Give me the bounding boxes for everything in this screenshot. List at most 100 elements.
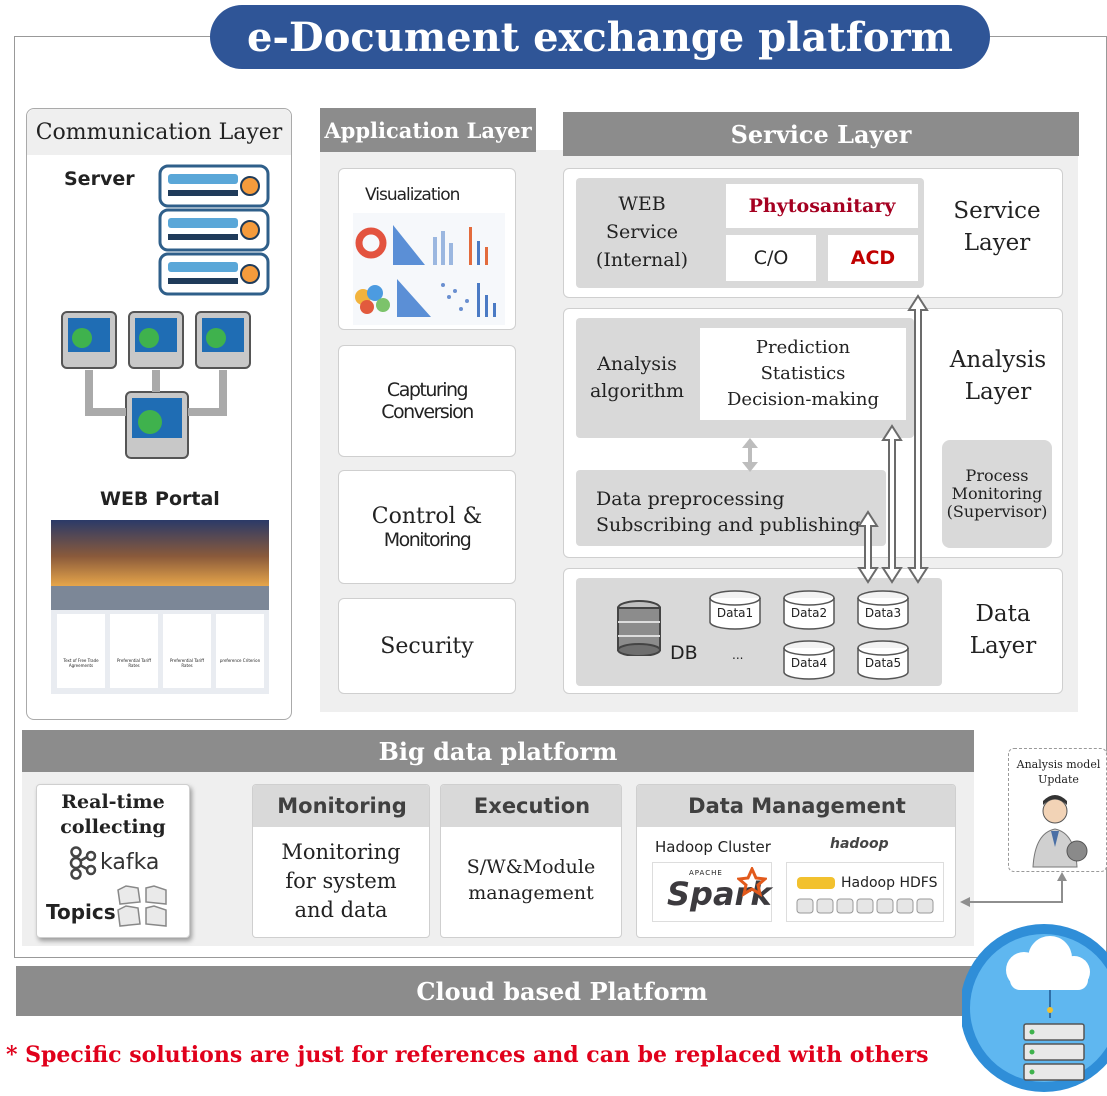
data-cylinder-icon [783,640,835,680]
analysis-layer-line: Layer [964,379,1032,405]
web-service-label: WEB Service (Internal) [580,190,704,274]
prediction-line: Statistics [760,363,846,384]
execution-body: S/W&Module management [440,850,622,910]
execution-header: Execution [441,785,621,827]
data-cylinder-label: Data2 [790,606,828,620]
control-label: Control & [371,503,483,529]
monitoring-body-line: Monitoring [281,839,401,864]
page-title: e-Document exchange platform [210,5,990,69]
bigdata-monitoring-header: Monitoring [253,785,429,827]
flow-arrows [742,294,929,584]
data-layer-line: Data [975,601,1031,627]
kafka-label: kafka [100,850,160,875]
security-card: Security [338,598,516,694]
bigdata-header: Big data platform [22,730,974,772]
monitoring-body-line: for system [285,868,397,893]
data-cylinder-icon [783,590,835,630]
spark-label: Spark [667,875,772,913]
data-cylinder-label: Data4 [790,656,828,670]
portal-card-label: Text of Free Trade Agreements [63,658,99,668]
analysis-layer-line: Analysis [949,347,1047,373]
preprocessing-line: Data preprocessing [596,488,785,510]
portal-card: Preferential Tariff Rates [163,614,211,688]
control-monitoring-card: Control & Monitoring [338,470,516,584]
visualization-label: Visualization [365,185,460,205]
spark-star-icon [737,867,767,897]
analysis-layer-label: Analysis Layer [940,340,1056,412]
bigdata-monitoring-body: Monitoring for system and data [252,834,430,928]
execution-card: Execution [440,784,622,938]
data-cylinder: Data2 [782,590,836,630]
kafka-logo-icon [69,846,97,880]
footnote: * Specific solutions are just for refere… [6,1042,929,1068]
analysis-model-line: Analysis model [1016,758,1101,771]
analysis-algorithm-line: Analysis [597,353,677,375]
data-layer-label: Data Layer [950,594,1056,666]
data-cylinder-icon [709,590,761,630]
data-cylinder: Data3 [856,590,910,630]
hdfs-label: Hadoop HDFS [841,875,938,891]
portal-card: preference Criterion [216,614,264,688]
preprocessing-label: Data preprocessing Subscribing and publi… [596,486,861,538]
spark-apache-label: APACHE [689,869,723,877]
monitoring-body-line: and data [294,897,388,922]
conversion-label: Conversion [381,401,474,423]
prediction-line: Decision-making [726,389,879,410]
preprocessing-line: Subscribing and publishing [596,514,861,536]
analysis-model-update-box: Analysis model Update [1008,748,1107,872]
data-cylinder-icon [857,590,909,630]
service-layer-header: Service Layer [563,112,1079,156]
prediction-box: Prediction Statistics Decision-making [700,328,906,420]
bigdata-monitoring-card: Monitoring [252,784,430,938]
web-service-line: WEB [618,193,666,215]
hdfs-elephant-icon [797,877,835,889]
data-management-header: Data Management [637,785,955,827]
capturing-conversion-card: Capturing Conversion [338,345,516,457]
portal-navbar [51,586,269,610]
hdfs-box: Hadoop HDFS [786,862,944,922]
data-cylinder: Data4 [782,640,836,680]
network-computers-icon [61,311,251,459]
acd-service: ACD [828,235,918,281]
execution-body-line: S/W&Module [466,856,596,878]
hadoop-logo: hadoop [830,836,889,852]
visualization-card: Visualization [338,168,516,330]
topics-label: Topics [46,900,116,924]
phytosanitary-service: Phytosanitary [726,184,918,228]
cloud-platform-bar: Cloud based Platform [16,966,1107,1016]
service-layer-label: Service Layer [938,192,1056,262]
realtime-line: collecting [60,816,166,838]
portal-card-label: Preferential Tariff Rates [169,658,205,668]
application-layer-header: Application Layer [320,108,536,152]
portal-card-label: preference Criterion [219,658,261,663]
analysis-model-label: Analysis model Update [1009,755,1107,789]
data-cylinder: Data1 [708,590,762,630]
communication-layer-header: Communication Layer [27,109,291,155]
topics-folders-icon [117,885,167,927]
realtime-line: Real-time [61,791,165,813]
web-service-line: Service [605,221,679,243]
capturing-label: Capturing [386,379,469,401]
monitoring-label: Monitoring [383,528,472,551]
portal-banner [51,520,269,586]
process-monitoring-box: Process Monitoring (Supervisor) [942,440,1052,548]
server-label: Server [64,168,135,190]
process-monitoring-line: Monitoring [951,484,1043,503]
analysis-algorithm-line: algorithm [589,380,685,402]
analysis-model-line: Update [1038,773,1079,786]
web-portal-label: WEB Portal [100,488,220,510]
portal-card: Preferential Tariff Rates [110,614,158,688]
analysis-algorithm-label: Analysis algorithm [580,340,694,416]
data-cylinder-label: Data5 [864,656,902,670]
dashboard-thumbnail-icon [353,213,505,325]
analyst-person-icon [1032,795,1088,868]
web-portal-screenshot: Text of Free Trade Agreements Preferenti… [51,520,269,694]
execution-body-line: management [468,882,594,904]
db-label: DB [670,642,698,664]
hdfs-disks-icon [796,898,934,914]
cloud-server-icon [962,924,1107,1092]
data-cylinder-icon [857,640,909,680]
portal-card: Text of Free Trade Agreements [57,614,105,688]
co-service: C/O [726,235,816,281]
data-cylinder-label: Data1 [716,606,754,620]
